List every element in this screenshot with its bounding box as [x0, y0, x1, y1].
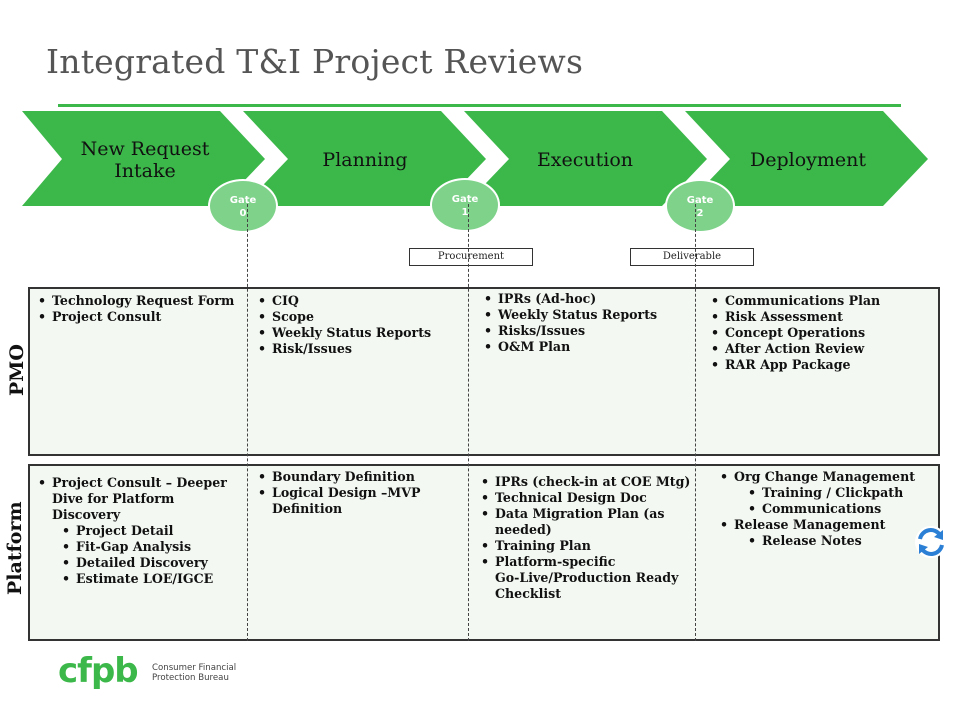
org-name: Consumer Financial Protection Bureau: [152, 663, 236, 683]
gate-1-badge: Gate 1: [430, 178, 500, 232]
cfpb-logo: cfpb: [58, 653, 139, 691]
gate-1-divider: [468, 204, 469, 641]
gate-0-badge: Gate 0: [208, 179, 278, 233]
platform-planning-list: Boundary Definition Logical Design –MVP …: [254, 469, 466, 517]
gate-2-word: Gate: [686, 195, 714, 206]
sub-list-item: Fit-Gap Analysis: [34, 539, 246, 555]
phase-chevron-deployment: [685, 111, 928, 206]
list-item: Project Consult: [34, 309, 246, 325]
gate-0-word: Gate: [229, 195, 257, 206]
phase-chevron-planning: [243, 111, 486, 206]
list-item-text: Data Migration Plan (as: [495, 506, 665, 521]
list-item: Org Change Management: [716, 469, 926, 485]
list-item: Risk Assessment: [707, 309, 935, 325]
milestone-procurement: Procurement: [409, 248, 533, 266]
list-item: O&M Plan: [480, 339, 692, 355]
gate-2-badge: Gate 2: [665, 179, 735, 233]
list-item: CIQ: [254, 293, 466, 309]
list-item: Release Management: [716, 517, 926, 533]
sub-list-item: Detailed Discovery: [34, 555, 246, 571]
list-item: RAR App Package: [707, 357, 935, 373]
list-item: IPRs (Ad-hoc): [480, 291, 692, 307]
sub-list-item: Communications: [716, 501, 926, 517]
sub-list-item: Project Detail: [34, 523, 246, 539]
phase-chevron-execution: [464, 111, 707, 206]
list-item: Weekly Status Reports: [254, 325, 466, 341]
list-item-text: Project Consult – Deeper: [52, 475, 227, 490]
list-item: Scope: [254, 309, 466, 325]
gate-1-word: Gate: [451, 194, 479, 205]
row-label-pmo: PMO: [6, 344, 28, 396]
list-item-text: Checklist: [495, 586, 562, 601]
list-item: Weekly Status Reports: [480, 307, 692, 323]
list-item: After Action Review: [707, 341, 935, 357]
list-item: IPRs (check-in at COE Mtg): [477, 474, 692, 490]
sub-list-item: Estimate LOE/IGCE: [34, 571, 246, 587]
gate-2-divider: [695, 204, 696, 641]
list-item: Technical Design Doc: [477, 490, 692, 506]
platform-deployment-list: Org Change Management Training / Clickpa…: [716, 469, 926, 549]
list-item: Boundary Definition: [254, 469, 466, 485]
phase-label-execution: Execution: [536, 149, 634, 171]
list-item: Risks/Issues: [480, 323, 692, 339]
org-name-line1: Consumer Financial: [152, 663, 237, 673]
pmo-execution-list: IPRs (Ad-hoc) Weekly Status Reports Risk…: [480, 291, 692, 355]
pmo-planning-list: CIQ Scope Weekly Status Reports Risk/Iss…: [254, 293, 466, 357]
platform-intake-list: Project Consult – Deeper Dive for Platfo…: [34, 475, 246, 587]
gate-1-number: 1: [461, 207, 469, 218]
list-item: Communications Plan: [707, 293, 935, 309]
row-label-platform: Platform: [4, 501, 26, 595]
list-item: Technology Request Form: [34, 293, 246, 309]
refresh-icon[interactable]: [913, 524, 949, 560]
svg-text:cfpb: cfpb: [58, 653, 138, 691]
list-item: Concept Operations: [707, 325, 935, 341]
title-underline: [58, 104, 901, 107]
milestone-deliverable: Deliverable: [630, 248, 754, 266]
page-title: Integrated T&I Project Reviews: [46, 42, 584, 81]
phase-label-deployment: Deployment: [749, 149, 867, 171]
gate-0-number: 0: [239, 208, 247, 219]
list-item-text: Definition: [272, 501, 343, 516]
pmo-intake-list: Technology Request Form Project Consult: [34, 293, 246, 325]
gate-2-number: 2: [696, 208, 704, 219]
list-item: Logical Design –MVP Definition: [254, 485, 466, 517]
list-item-text: needed): [495, 522, 552, 537]
list-item: Risk/Issues: [254, 341, 466, 357]
list-item: Platform-specific Go-Live/Production Rea…: [477, 554, 692, 602]
phase-label-planning: Planning: [322, 149, 408, 171]
list-item-text: Discovery: [52, 507, 121, 522]
list-item: Project Consult – Deeper Dive for Platfo…: [34, 475, 246, 523]
list-item-text: Logical Design –MVP: [272, 485, 421, 500]
list-item-text: Go-Live/Production Ready: [495, 570, 679, 585]
list-item-text: Platform-specific: [495, 554, 616, 569]
list-item: Training Plan: [477, 538, 692, 554]
gate-0-divider: [247, 204, 248, 641]
sub-list-item: Training / Clickpath: [716, 485, 926, 501]
org-name-line2: Protection Bureau: [152, 673, 229, 683]
pmo-deployment-list: Communications Plan Risk Assessment Conc…: [707, 293, 935, 373]
phase-label-intake: New Request Intake: [80, 138, 210, 182]
platform-execution-list: IPRs (check-in at COE Mtg) Technical Des…: [477, 474, 692, 602]
list-item-text: Dive for Platform: [52, 491, 175, 506]
list-item: Data Migration Plan (as needed): [477, 506, 692, 538]
sub-list-item: Release Notes: [716, 533, 926, 549]
phase-chevron-intake: [22, 111, 265, 206]
